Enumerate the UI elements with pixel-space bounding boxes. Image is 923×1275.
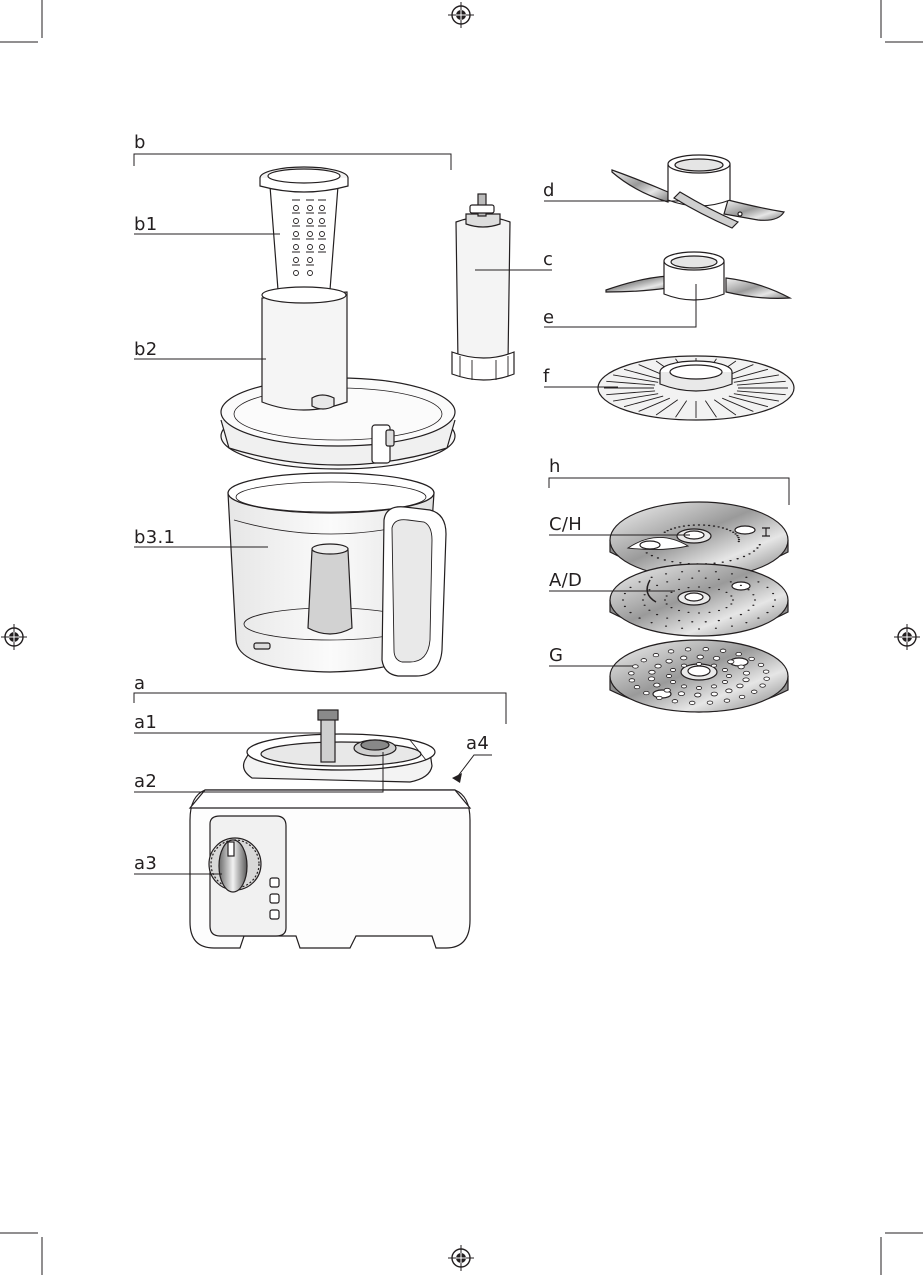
label-b1: b1	[134, 216, 157, 234]
label-b: b	[134, 134, 146, 152]
bowl-illustration	[228, 473, 446, 676]
label-a: a	[134, 675, 145, 693]
registration-target-bottom	[448, 1245, 474, 1271]
drive-shaft-illustration	[452, 194, 514, 380]
kneading-blade-e-illustration	[606, 252, 790, 300]
label-b3-1: b3.1	[134, 529, 175, 547]
label-a1: a1	[134, 714, 157, 732]
motor-unit-illustration	[190, 710, 470, 948]
label-d: d	[543, 182, 555, 200]
label-ch: C/H	[549, 516, 582, 534]
label-c: c	[543, 251, 553, 269]
chopping-blade-d-illustration	[612, 155, 784, 228]
a4-arrowhead	[452, 773, 462, 783]
label-e: e	[543, 309, 554, 327]
lid-with-large-pusher-illustration	[221, 287, 455, 469]
label-g: G	[549, 647, 563, 665]
registration-target-left	[1, 624, 27, 650]
grating-disc-g-illustration	[610, 640, 788, 712]
label-h: h	[549, 458, 561, 476]
emulsifying-disc-f-illustration	[598, 356, 794, 420]
label-b2: b2	[134, 341, 157, 359]
label-a2: a2	[134, 773, 157, 791]
label-f: f	[543, 368, 550, 386]
small-pusher-illustration	[260, 167, 348, 295]
label-ad: A/D	[549, 572, 582, 590]
shredding-disc-ad-illustration	[610, 564, 788, 636]
registration-target-right	[894, 624, 920, 650]
label-a4: a4	[466, 735, 489, 753]
label-a3: a3	[134, 855, 157, 873]
registration-target-top	[448, 2, 474, 28]
